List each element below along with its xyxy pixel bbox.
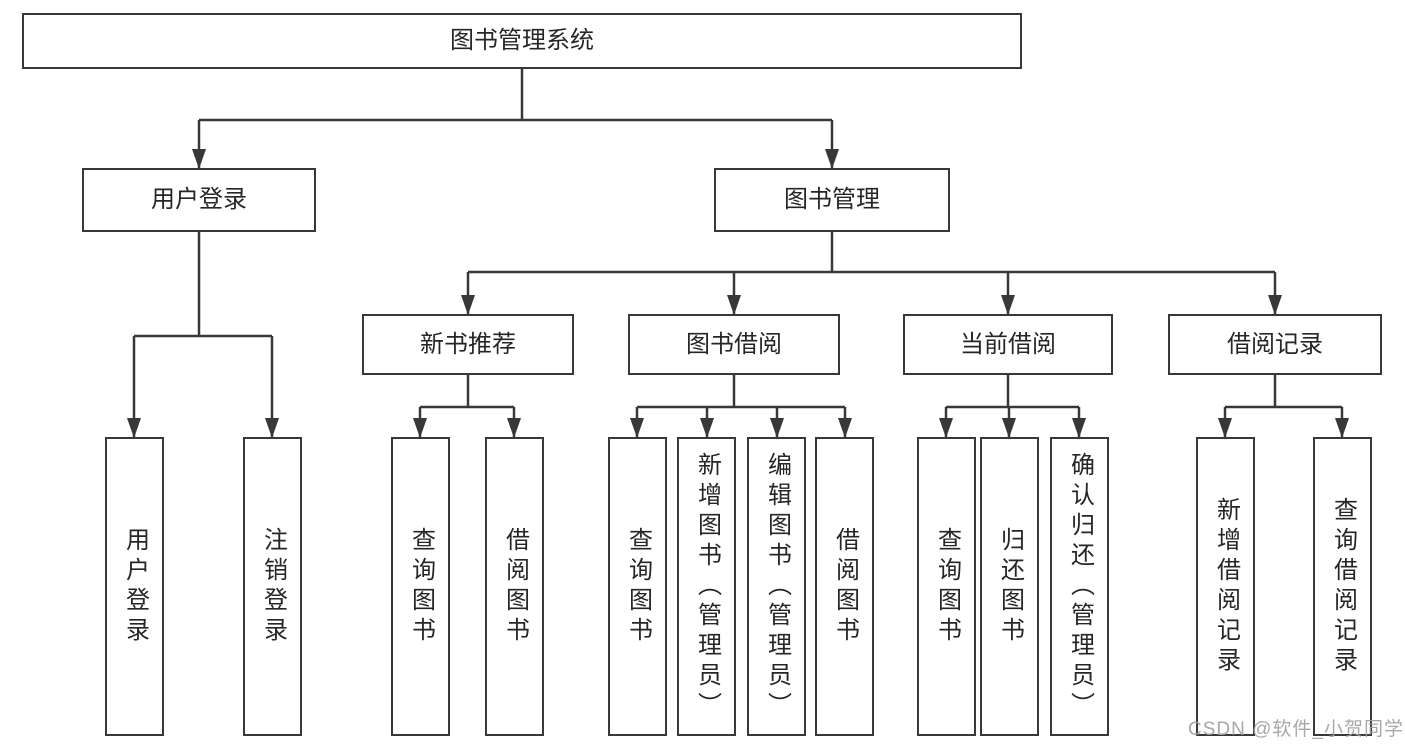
leaf-label: 新增借阅记录	[1212, 496, 1240, 677]
leaf-label: 查询图书	[933, 526, 961, 647]
leaf-query-borrow-record: 查询借阅记录	[1313, 437, 1372, 736]
node-book-borrowing: 图书借阅	[628, 314, 840, 375]
leaf-label: 借阅图书	[501, 526, 529, 647]
node-root-label: 图书管理系统	[450, 27, 594, 54]
leaf-logout: 注销登录	[243, 437, 302, 736]
leaf-borrow-books: 借阅图书	[485, 437, 544, 736]
leaf-label: 查询借阅记录	[1329, 496, 1357, 677]
node-book-management: 图书管理	[714, 168, 950, 232]
node-book-management-label: 图书管理	[784, 186, 880, 213]
leaf-return-books: 归还图书	[980, 437, 1039, 736]
leaf-label: 用户登录	[121, 526, 149, 647]
node-user-login: 用户登录	[82, 168, 316, 232]
csdn-watermark: CSDN @软件_小贺同学	[1188, 719, 1404, 740]
leaf-query-books: 查询图书	[917, 437, 976, 736]
connector-group	[127, 69, 1349, 438]
node-label: 新书推荐	[420, 330, 516, 358]
node-label: 图书借阅	[686, 330, 782, 358]
leaf-label: 查询图书	[407, 526, 435, 647]
leaf-label: 归还图书	[996, 526, 1024, 647]
node-label: 借阅记录	[1227, 330, 1323, 358]
leaf-borrow-books: 借阅图书	[815, 437, 874, 736]
leaf-label: 注销登录	[259, 526, 287, 647]
leaf-edit-book-admin: 编辑图书（管理员）	[747, 437, 806, 736]
leaf-user-login: 用户登录	[105, 437, 164, 736]
node-current-borrowing: 当前借阅	[903, 314, 1113, 375]
leaf-query-books: 查询图书	[608, 437, 667, 736]
leaf-query-books: 查询图书	[391, 437, 450, 736]
leaf-label: 查询图书	[624, 526, 652, 647]
leaf-label: 新增图书（管理员）	[693, 451, 721, 722]
node-label: 当前借阅	[960, 330, 1056, 358]
node-new-book-recommendation: 新书推荐	[362, 314, 574, 375]
node-root: 图书管理系统	[22, 13, 1022, 69]
leaf-add-borrow-record: 新增借阅记录	[1196, 437, 1255, 736]
leaf-label: 编辑图书（管理员）	[763, 451, 791, 722]
node-user-login-label: 用户登录	[151, 186, 247, 213]
node-borrowing-records: 借阅记录	[1168, 314, 1382, 375]
leaf-confirm-return-admin: 确认归还（管理员）	[1050, 437, 1109, 736]
leaf-label: 确认归还（管理员）	[1066, 451, 1094, 722]
leaf-label: 借阅图书	[831, 526, 859, 647]
leaf-add-book-admin: 新增图书（管理员）	[677, 437, 736, 736]
